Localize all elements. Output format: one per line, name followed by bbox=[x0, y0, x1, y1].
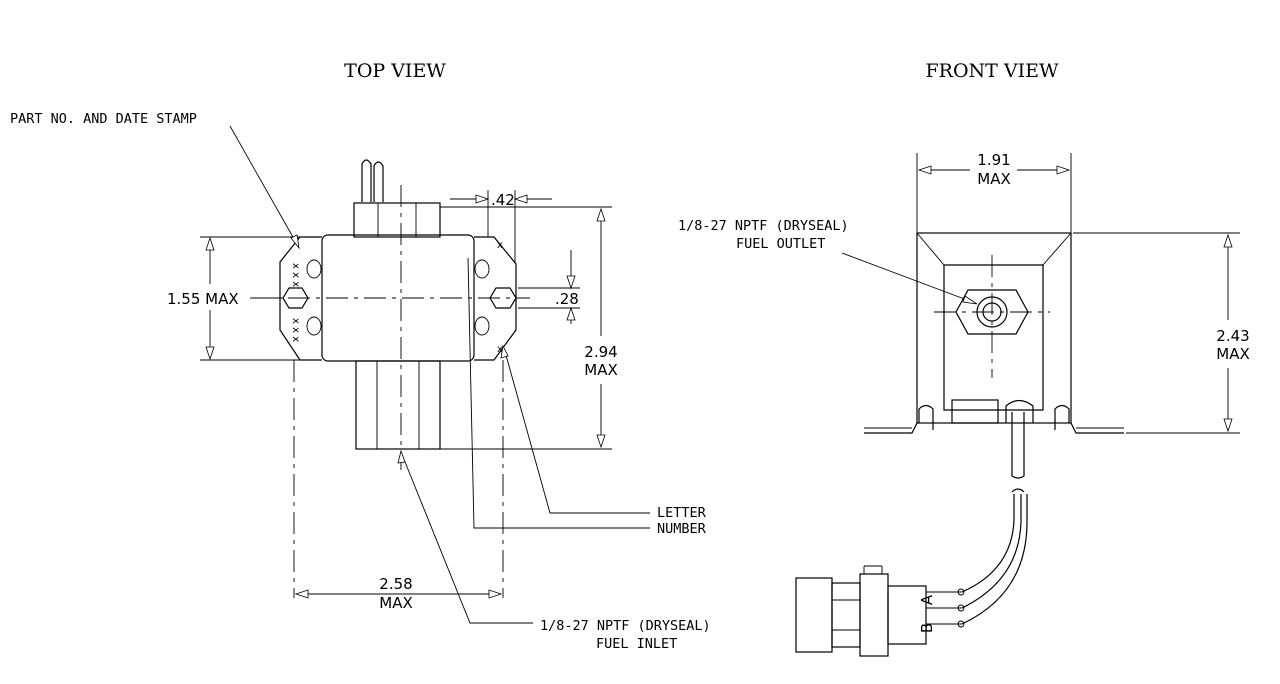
dim-front-width-unit: MAX bbox=[977, 170, 1010, 188]
front-body bbox=[916, 232, 1072, 424]
top-wire-1 bbox=[361, 159, 372, 202]
label-letter: LETTER bbox=[657, 505, 707, 521]
wire-lead-upper bbox=[1011, 412, 1025, 479]
dim-width-top: .42 bbox=[491, 191, 515, 209]
dim-front-height-value: 2.43 bbox=[1216, 327, 1249, 345]
connector-pin-a: A bbox=[918, 594, 936, 605]
dim-front-height-unit: MAX bbox=[1216, 345, 1249, 363]
top-view: x x x x x x x x 1.55 MA bbox=[10, 111, 711, 652]
wire-connector: A B bbox=[795, 565, 965, 657]
front-view-title: FRONT VIEW bbox=[925, 60, 1058, 82]
dim-length-value: 2.94 bbox=[584, 343, 617, 361]
outlet-leader bbox=[841, 252, 976, 304]
dim-base-unit: MAX bbox=[379, 594, 412, 612]
upper-hex-fitting bbox=[353, 202, 441, 238]
wire-break bbox=[1011, 488, 1025, 493]
top-wire-2 bbox=[373, 161, 384, 202]
top-view-title: TOP VIEW bbox=[344, 60, 446, 82]
stamp-marks-left-lower: x x x bbox=[290, 318, 301, 342]
dim-front-width-value: 1.91 bbox=[977, 151, 1010, 169]
connector-pin-b: B bbox=[918, 623, 936, 633]
letter-leader bbox=[503, 347, 650, 514]
base-left bbox=[864, 422, 918, 434]
label-outlet-line2: FUEL OUTLET bbox=[736, 236, 825, 252]
stamp-mark-right-lower: x bbox=[497, 344, 503, 355]
stamp-leader bbox=[229, 125, 299, 247]
label-inlet-line1: 1/8-27 NPTF (DRYSEAL) bbox=[540, 618, 711, 634]
lower-hex-fitting bbox=[355, 360, 441, 450]
label-part-stamp: PART NO. AND DATE STAMP bbox=[10, 111, 197, 127]
stamp-mark-right-upper: x bbox=[497, 240, 503, 251]
inlet-leader bbox=[400, 451, 533, 624]
wire-2 bbox=[961, 494, 1022, 609]
label-inlet-line2: FUEL INLET bbox=[596, 636, 677, 652]
dim-length-unit: MAX bbox=[584, 361, 617, 379]
front-view: 1.91 MAX 2.43 MAX bbox=[678, 151, 1250, 657]
dim-offset: .28 bbox=[555, 290, 579, 308]
stamp-marks-left-upper: x x x bbox=[290, 263, 301, 287]
label-number: NUMBER bbox=[657, 521, 707, 537]
base-right bbox=[1070, 422, 1124, 434]
wire-1 bbox=[961, 494, 1015, 593]
wire-3 bbox=[961, 494, 1028, 625]
dim-height-top: 1.55 MAX bbox=[167, 290, 239, 308]
number-leader bbox=[467, 257, 650, 529]
right-flange bbox=[474, 236, 517, 361]
label-outlet-line1: 1/8-27 NPTF (DRYSEAL) bbox=[678, 218, 849, 234]
dim-base-value: 2.58 bbox=[379, 575, 412, 593]
